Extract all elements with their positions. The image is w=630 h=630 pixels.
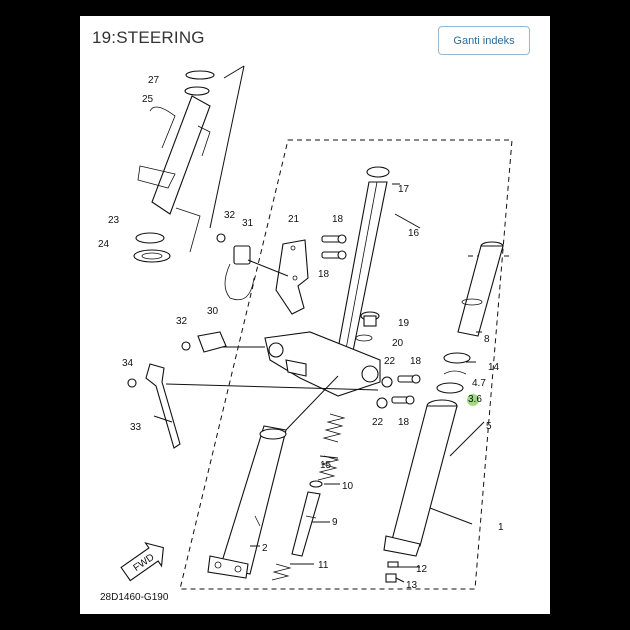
callout-18c: 18 xyxy=(410,356,422,367)
steering-exploded-diagram: FWD 27 25 23 24 32 31 21 18 18 17 16 30 … xyxy=(98,65,513,603)
callout-11: 11 xyxy=(318,560,329,571)
callout-13: 13 xyxy=(406,580,418,591)
bolt-19 xyxy=(360,311,380,327)
callout-21: 21 xyxy=(288,214,300,225)
damper-rod-9 xyxy=(291,491,321,557)
callout-24: 24 xyxy=(98,239,110,250)
stand-33 xyxy=(127,363,181,449)
callout-19: 19 xyxy=(398,318,410,329)
page-title: 19:STEERING xyxy=(92,28,205,47)
oil-seal-14 xyxy=(443,352,471,364)
callout-10: 10 xyxy=(342,481,354,492)
callout-32b: 32 xyxy=(176,316,188,327)
callout-22b: 22 xyxy=(372,417,384,428)
callout-3-6: 3.6 xyxy=(468,394,482,405)
fwd-arrow-icon: FWD xyxy=(120,542,164,582)
callout-18d: 18 xyxy=(398,417,410,428)
fork-outer-tube-right xyxy=(383,399,458,557)
washer-12 xyxy=(387,561,399,568)
washer-20 xyxy=(355,334,373,342)
diagram-code: 28D1460-G190 xyxy=(100,592,169,603)
callout-2: 2 xyxy=(262,543,268,554)
callout-34: 34 xyxy=(122,358,134,369)
upper-bracket xyxy=(133,70,215,263)
clip-4-7 xyxy=(443,370,467,375)
callout-23: 23 xyxy=(108,215,120,226)
spring-11 xyxy=(271,563,292,581)
bolt-18b xyxy=(321,250,347,260)
callout-17: 17 xyxy=(398,184,410,195)
callout-9: 9 xyxy=(332,517,338,528)
bolt-18d xyxy=(391,395,415,405)
callout-4-7: 4.7 xyxy=(472,378,486,389)
clamp-30 xyxy=(181,331,227,353)
callout-1: 1 xyxy=(498,522,504,533)
washer-22a xyxy=(381,376,393,388)
bolt-13 xyxy=(385,573,397,583)
highlight-dot xyxy=(467,394,479,406)
callout-32a: 32 xyxy=(224,210,236,221)
spring-15 xyxy=(317,413,346,481)
washer-22b xyxy=(376,397,388,409)
callout-18a: 18 xyxy=(332,214,344,225)
fork-inner-tube-8 xyxy=(457,241,504,337)
bolt-18c xyxy=(397,374,421,384)
change-index-button[interactable]: Ganti indeks xyxy=(438,26,530,55)
bracket-21 xyxy=(275,239,309,315)
callout-20: 20 xyxy=(392,338,404,349)
callout-5: 5 xyxy=(486,421,492,432)
clamp-31 xyxy=(216,233,255,301)
callout-25: 25 xyxy=(142,94,154,105)
callout-22a: 22 xyxy=(384,356,396,367)
seal-3-6 xyxy=(436,382,464,394)
callout-12: 12 xyxy=(416,564,428,575)
parts-diagram-frame: 19:STEERING Ganti indeks xyxy=(80,16,550,614)
callout-15: 15 xyxy=(320,460,332,471)
callout-31: 31 xyxy=(242,218,254,229)
callout-30: 30 xyxy=(207,306,219,317)
ring-10 xyxy=(309,480,323,488)
under-bracket xyxy=(264,331,381,397)
callout-14: 14 xyxy=(488,362,500,373)
callout-27: 27 xyxy=(148,75,160,86)
bolt-18a xyxy=(321,234,347,244)
callout-18b: 18 xyxy=(318,269,330,280)
callout-8: 8 xyxy=(484,334,490,345)
callout-33: 33 xyxy=(130,422,142,433)
callout-16: 16 xyxy=(408,228,420,239)
fork-outer-tube-left xyxy=(207,425,287,579)
